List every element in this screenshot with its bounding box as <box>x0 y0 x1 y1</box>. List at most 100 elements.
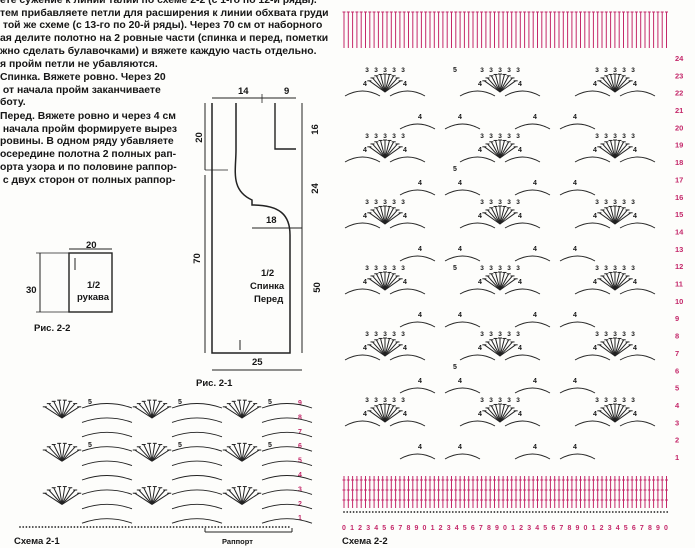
scheme-2-arc <box>389 222 426 229</box>
scheme-2-arc <box>344 420 381 427</box>
scheme-2-cluster-label: 4 <box>533 312 537 319</box>
scheme-1-fan <box>151 492 170 505</box>
scheme-2-bottom-number: 9 <box>414 525 418 532</box>
scheme-2-fan <box>614 141 625 159</box>
scheme-1-foundation <box>175 526 178 528</box>
scheme-2-arc <box>399 255 436 262</box>
scheme-1-arc <box>171 460 223 467</box>
scheme-2-small-number: 3 <box>498 199 502 206</box>
scheme-2-cluster-label: 4 <box>518 411 522 418</box>
scheme-2-foundation <box>467 511 470 513</box>
scheme-1-fan <box>61 403 76 419</box>
scheme-1-foundation <box>239 526 242 528</box>
scheme-2-cluster-label: 4 <box>593 213 597 220</box>
bust-width-label: 18 <box>266 215 277 226</box>
scheme-2-fan <box>495 140 501 159</box>
scheme-1-fan <box>238 400 243 419</box>
scheme-2-small-number: 3 <box>507 199 511 206</box>
scheme-2-small-number: 3 <box>392 265 396 272</box>
scheme-2-cluster-label: 4 <box>418 114 422 121</box>
scheme-1-fan <box>151 403 166 419</box>
scheme-2-fan <box>375 207 386 225</box>
scheme-2-foundation <box>346 511 349 513</box>
scheme-1-fan <box>241 403 256 419</box>
scheme-2-arc <box>459 90 496 97</box>
scheme-2-small-number: 3 <box>507 133 511 140</box>
scheme-2-foundation <box>576 511 579 513</box>
scheme-2-cluster-label: 4 <box>518 81 522 88</box>
scheme-2-bottom-number: 0 <box>584 525 588 532</box>
scheme-2-fan <box>499 146 516 159</box>
scheme-2-fan <box>602 341 616 357</box>
scheme-2-fan <box>499 404 505 423</box>
scheme-1-fan <box>151 489 166 505</box>
scheme-2-foundation <box>522 511 525 513</box>
scheme-1-fan <box>58 486 63 505</box>
scheme-2-fan <box>380 206 386 225</box>
scheme-1-foundation <box>207 526 210 528</box>
scheme-2-foundation <box>368 511 371 513</box>
scheme-1-foundation <box>76 526 79 528</box>
scheme-2-arc <box>389 420 426 427</box>
scheme-2-foundation <box>656 511 659 513</box>
scheme-2-fan <box>499 212 516 225</box>
scheme-2-fan <box>599 212 616 225</box>
scheme-1-foundation <box>137 526 140 528</box>
scheme-2-fan <box>375 405 386 423</box>
text-line: ете сужение к линии талии по схеме 2-2 (… <box>0 0 317 6</box>
scheme-2-foundation <box>589 511 592 513</box>
scheme-2-cluster-label: 4 <box>403 81 407 88</box>
scheme-2-cluster-label: 4 <box>593 411 597 418</box>
scheme-2-fan <box>384 344 401 357</box>
scheme-2-fan <box>490 273 501 291</box>
scheme-2-foundation <box>538 511 541 513</box>
scheme-2-fan <box>499 341 513 357</box>
sleeve-width-label: 20 <box>86 240 97 251</box>
scheme-1-arc <box>171 503 223 510</box>
scheme-2-foundation <box>375 511 377 513</box>
scheme-2-bottom-number: 3 <box>366 525 370 532</box>
scheme-1-row-number: 7 <box>298 429 302 436</box>
scheme-2-cluster-label: 4 <box>518 345 522 352</box>
scheme-2-small-number: 3 <box>507 331 511 338</box>
scheme-2-small-number: 3 <box>365 133 369 140</box>
scheme-2-fan <box>490 207 501 225</box>
scheme-1-foundation <box>211 526 213 528</box>
scheme-2-cluster-label: 4 <box>363 345 367 352</box>
scheme-2-fan <box>614 206 620 225</box>
scheme-1-foundation <box>44 526 47 528</box>
scheme-1-fan <box>61 492 80 505</box>
scheme-2-fan <box>614 407 628 423</box>
scheme-2-foundation <box>547 511 550 513</box>
scheme-2-cluster-label: 4 <box>458 246 462 253</box>
scheme-2-small-number: 3 <box>480 265 484 272</box>
scheme-2-fan <box>614 75 625 93</box>
scheme-1-foundation <box>243 526 245 528</box>
scheme-1-foundation <box>166 526 169 528</box>
scheme-1-fan <box>151 446 166 462</box>
scheme-1-fan <box>61 446 76 462</box>
scheme-2-fan <box>384 212 401 225</box>
scheme-2-arc <box>559 189 596 196</box>
scheme-1-foundation <box>83 526 85 528</box>
scheme-1-arc <box>171 403 223 409</box>
scheme-2-fan <box>372 143 386 159</box>
scheme-1-fan <box>61 401 71 419</box>
scheme-2-row-number: 11 <box>675 280 683 289</box>
scheme-2-arc <box>389 354 426 361</box>
scheme-2-fan <box>384 338 390 357</box>
scheme-2-fan <box>605 339 616 357</box>
scheme-2-arc <box>574 420 611 427</box>
scheme-2-fan <box>384 141 395 159</box>
scheme-2-fan <box>495 272 501 291</box>
scheme-2-bottom-number: 0 <box>342 525 346 532</box>
scheme-2-fan <box>605 207 616 225</box>
scheme-2-small-number: 3 <box>383 397 387 404</box>
scheme-1-fan <box>61 449 80 462</box>
scheme-2-row-number: 22 <box>675 89 683 98</box>
scheme-2-arc <box>459 222 496 229</box>
scheme-2-foundation <box>573 511 576 513</box>
scheme-2-fan <box>384 272 390 291</box>
scheme-2-row-number: 7 <box>675 349 679 358</box>
scheme-2-row-number: 2 <box>675 436 679 445</box>
